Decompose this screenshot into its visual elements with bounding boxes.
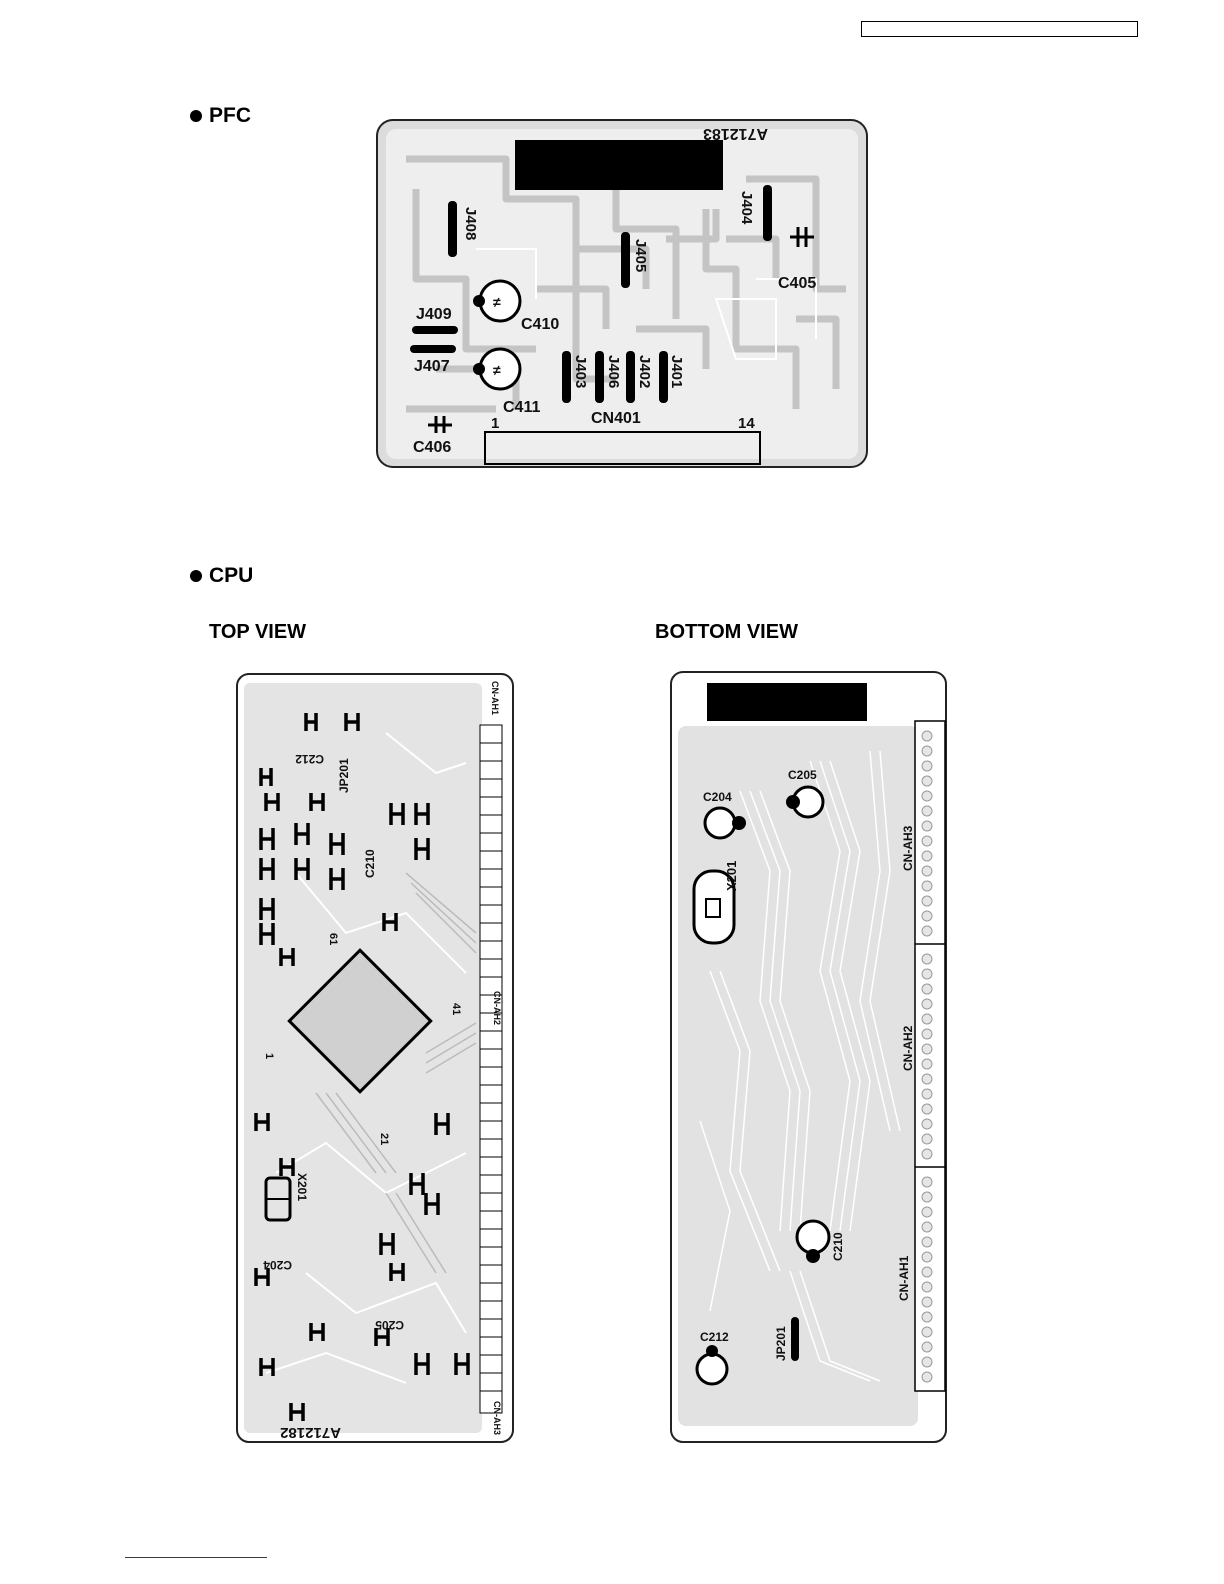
top-label-jp201: JP201 (337, 758, 351, 793)
top-label-cn-ah1: CN-AH1 (490, 681, 500, 715)
bottom-label-c205: C205 (788, 768, 817, 782)
top-label-pin1: 1 (263, 1053, 275, 1059)
label-cn401: CN401 (591, 410, 641, 427)
cpu-bottom-view-diagram: C205 C204 X201 CN-AH3 CN-AH2 C210 CN-AH1… (670, 671, 950, 1445)
bottom-label-cn-ah1: CN-AH1 (897, 1255, 911, 1301)
top-label-cn-ah3: CN-AH3 (492, 1401, 502, 1435)
top-label-x201: X201 (295, 1173, 309, 1201)
label-j406: J406 (605, 355, 622, 388)
label-c405: C405 (778, 275, 816, 292)
label-j401: J401 (668, 355, 685, 388)
bullet-icon (190, 570, 202, 582)
header-box (861, 21, 1138, 37)
bottom-label-c204: C204 (703, 790, 732, 804)
label-j403: J403 (572, 355, 589, 388)
bottom-label-c212: C212 (700, 1330, 729, 1344)
top-view-label: TOP VIEW (209, 621, 306, 644)
top-label-c212: C212 (295, 752, 324, 766)
pfc-title: PFC (209, 104, 251, 128)
bottom-label-c210: C210 (831, 1232, 845, 1261)
top-label-c204: C204 (263, 1258, 292, 1272)
label-c411: C411 (503, 399, 540, 416)
svg-text:≠: ≠ (493, 362, 501, 378)
svg-text:≠: ≠ (493, 294, 501, 310)
top-label-c205: C205 (375, 1318, 404, 1332)
cpu-top-view-diagram: CN-AH1 CN-AH2 CN-AH3 C212 JP201 C210 X20… (236, 673, 516, 1445)
footer-link-underline (125, 1557, 267, 1558)
label-j404: J404 (738, 191, 755, 225)
label-c406: C406 (413, 439, 451, 456)
top-label-pin41: 41 (450, 1003, 462, 1015)
top-label-c210: C210 (363, 849, 377, 878)
top-label-pin61: 61 (327, 933, 339, 945)
bottom-label-jp201: JP201 (774, 1326, 788, 1361)
label-j409: J409 (416, 306, 452, 323)
bottom-view-label: BOTTOM VIEW (655, 621, 798, 644)
pfc-board-diagram: A712183 ≠ ≠ J408 J4 (376, 119, 870, 471)
label-pin14: 14 (738, 415, 755, 432)
label-j405: J405 (632, 239, 649, 272)
bottom-label-cn-ah3: CN-AH3 (901, 825, 915, 871)
bottom-label-cn-ah2: CN-AH2 (901, 1025, 915, 1071)
label-c410: C410 (521, 316, 559, 333)
label-j407: J407 (414, 358, 450, 375)
top-board-code: A712182 (280, 1424, 341, 1441)
label-j408: J408 (462, 207, 479, 240)
top-label-pin21: 21 (378, 1133, 390, 1145)
label-j402: J402 (636, 355, 653, 388)
bottom-label-x201: X201 (724, 861, 739, 891)
top-label-cn-ah2: CN-AH2 (492, 991, 502, 1025)
pfc-section-heading: PFC (190, 104, 251, 128)
cpu-section-heading: CPU (190, 564, 253, 588)
cpu-title: CPU (209, 564, 253, 588)
bullet-icon (190, 110, 202, 122)
label-pin1: 1 (491, 415, 499, 432)
pfc-board-code: A712183 (703, 125, 768, 142)
